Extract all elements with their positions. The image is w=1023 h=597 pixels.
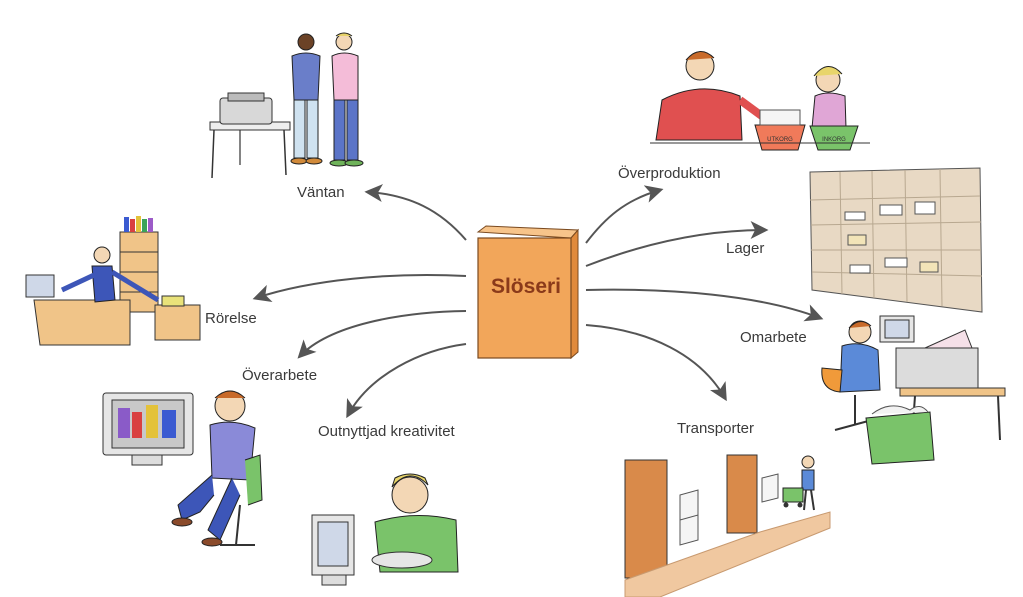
label-overarbete: Överarbete xyxy=(242,367,318,384)
transport-illustration xyxy=(624,454,831,597)
unused-creativity-illustration xyxy=(311,473,459,586)
label-omarbete: Omarbete xyxy=(740,329,807,346)
arrow-omarbete xyxy=(585,288,824,322)
arrows xyxy=(252,184,824,419)
motion-illustration xyxy=(25,216,201,346)
rework-illustration xyxy=(821,315,1006,465)
label-overproduktion: Överproduktion xyxy=(618,165,721,182)
label-rorelse: Rörelse xyxy=(205,310,257,327)
arrow-rorelse xyxy=(252,274,467,302)
arrow-overproduktion xyxy=(585,185,664,244)
label-transporter: Transporter xyxy=(677,420,754,437)
center-title: Slöseri xyxy=(491,275,561,298)
arrow-lager xyxy=(585,221,769,267)
arrow-overarbete xyxy=(297,310,467,359)
label-vantan: Väntan xyxy=(297,184,345,201)
center-book: Slöseri xyxy=(476,225,580,360)
inventory-illustration xyxy=(809,167,983,313)
overprocessing-illustration xyxy=(102,390,263,547)
arrow-vantan xyxy=(364,184,467,241)
arrow-transporter xyxy=(585,324,727,402)
overproduction-illustration: UTKORG INKORG xyxy=(650,51,870,151)
waiting-illustration xyxy=(209,32,364,179)
out-tray-label: UTKORG xyxy=(767,137,793,143)
label-lager: Lager xyxy=(726,240,765,257)
label-kreativitet: Outnyttjad kreativitet xyxy=(318,423,455,440)
arrow-kreativitet xyxy=(346,343,467,419)
in-tray-label: INKORG xyxy=(822,137,846,143)
